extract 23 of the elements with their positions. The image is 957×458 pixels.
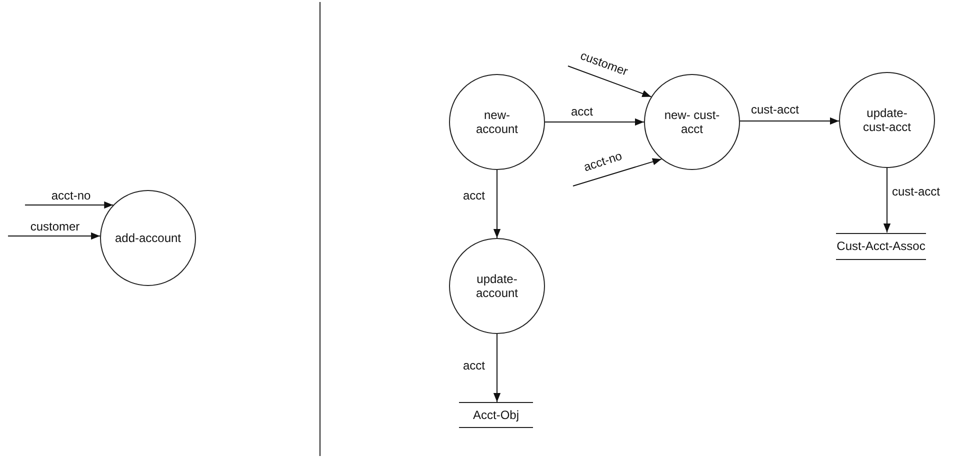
arrow [24,201,114,209]
node-label: add-account [114,230,182,246]
edge-label: acct-no [49,189,93,203]
arrow [544,118,644,126]
arrow [740,117,840,125]
edge-label: cust-acct [749,103,801,117]
node-label: update- account [474,272,520,300]
arrow [568,66,652,98]
node-label: Cust-Acct-Assoc [836,238,926,254]
edge-label: acct [461,189,487,203]
node-label: Acct-Obj [472,408,519,422]
arrow [493,170,501,238]
arrow [883,168,891,233]
edge-label: acct [569,105,595,119]
arrow [493,334,501,402]
edge-label: cust-acct [890,185,942,199]
edge-label: acct [461,359,487,373]
edge-label: customer [28,220,82,234]
node-label: update- cust-acct [862,106,912,134]
arrow [572,158,662,186]
node-label: new- account [474,108,520,136]
node-label: new- cust-acct [663,108,721,136]
arrow [8,232,101,240]
